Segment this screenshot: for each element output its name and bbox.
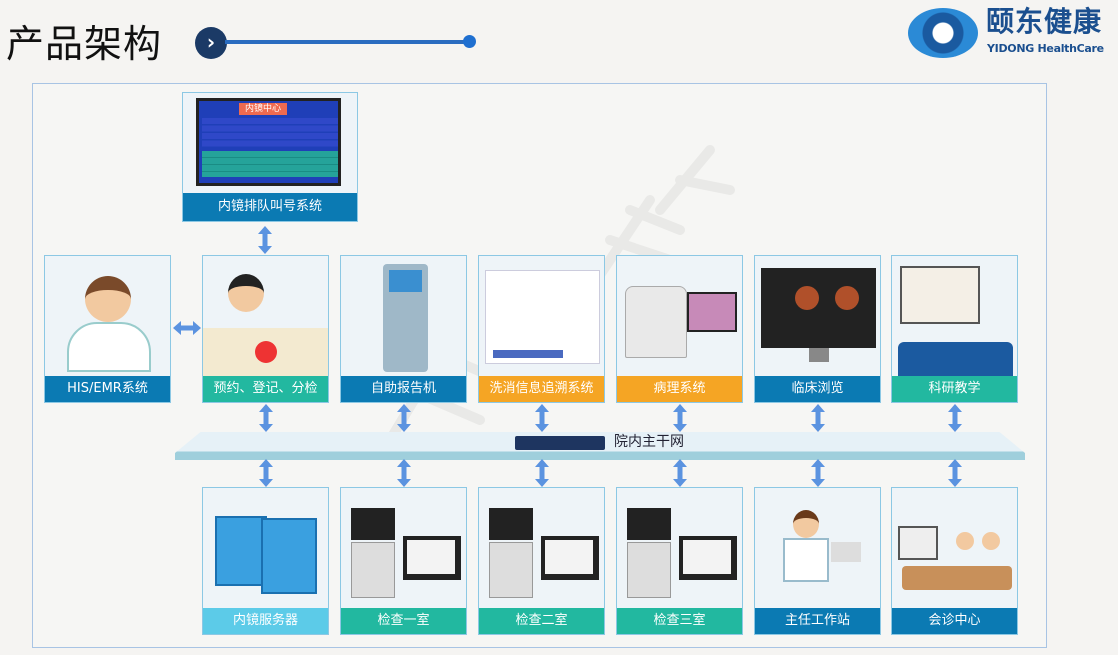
bidirectional-arrow-icon xyxy=(535,404,549,432)
bidirectional-arrow-icon xyxy=(397,459,411,487)
nurse-desk-icon xyxy=(203,256,328,378)
bidirectional-arrow-icon xyxy=(948,404,962,432)
bidirectional-arrow-icon xyxy=(173,320,201,339)
top-row-label: 自助报告机 xyxy=(341,376,466,402)
microscope-scanner-icon xyxy=(617,256,742,376)
top-row-card[interactable]: 自助报告机 xyxy=(340,255,467,403)
bidirectional-arrow-icon xyxy=(673,459,687,487)
logo-cn: 颐东健康 xyxy=(986,5,1103,38)
bottom-row-card[interactable]: 检查三室 xyxy=(616,487,743,635)
screen-title: 内镜中心 xyxy=(239,103,287,115)
server-icon xyxy=(203,488,328,608)
chevron-right-icon: › xyxy=(195,27,227,59)
bottom-row-card[interactable]: 会诊中心 xyxy=(891,487,1018,635)
endoscopy-workstation-icon xyxy=(617,488,742,608)
bidirectional-arrow-icon xyxy=(811,459,825,487)
company-logo: 颐东健康 YIDONG HealthCare xyxy=(908,6,1108,62)
endoscopy-workstation-icon xyxy=(341,488,466,608)
top-row-label: 科研教学 xyxy=(892,376,1017,402)
logo-mark-icon xyxy=(908,8,978,58)
top-row-card[interactable]: 病理系统 xyxy=(616,255,743,403)
bidirectional-arrow-icon xyxy=(535,459,549,487)
director-workstation-icon xyxy=(755,488,880,608)
bidirectional-arrow-icon xyxy=(397,404,411,432)
queue-rows xyxy=(202,118,338,148)
backbone-label: 院内主干网 xyxy=(614,434,684,450)
bidirectional-arrow-icon xyxy=(948,459,962,487)
queue-system-label: 内镜排队叫号系统 xyxy=(183,193,357,221)
top-row-card[interactable]: HIS/EMR系统 xyxy=(44,255,171,403)
top-row-label: HIS/EMR系统 xyxy=(45,376,170,402)
queue-rows-secondary xyxy=(202,151,338,177)
doctor-icon xyxy=(45,256,170,376)
bottom-row-label: 检查二室 xyxy=(479,608,604,634)
bottom-row-card[interactable]: 主任工作站 xyxy=(754,487,881,635)
top-row-card[interactable]: 科研教学 xyxy=(891,255,1018,403)
page-title: 产品架构 xyxy=(6,22,163,66)
top-row-label: 预约、登记、分检 xyxy=(203,376,328,402)
bottom-row-label: 内镜服务器 xyxy=(203,608,328,634)
top-row-label: 临床浏览 xyxy=(755,376,880,402)
queue-display-screen: 内镜中心 xyxy=(196,98,341,186)
network-switch-icon xyxy=(515,436,605,450)
kiosk-icon xyxy=(341,256,466,376)
logo-en: YIDONG HealthCare xyxy=(987,42,1104,55)
bottom-row-label: 检查一室 xyxy=(341,608,466,634)
disinfection-icon xyxy=(479,256,604,376)
monitor-icon xyxy=(755,256,880,376)
bottom-row-label: 主任工作站 xyxy=(755,608,880,634)
bottom-row-card[interactable]: 内镜服务器 xyxy=(202,487,329,635)
top-row-label: 洗消信息追溯系统 xyxy=(479,376,604,402)
bidirectional-arrow-icon xyxy=(259,459,273,487)
classroom-icon xyxy=(892,256,1017,376)
bottom-row-label: 检查三室 xyxy=(617,608,742,634)
bidirectional-arrow-icon xyxy=(811,404,825,432)
bidirectional-arrow-icon xyxy=(673,404,687,432)
top-row-card[interactable]: 洗消信息追溯系统 xyxy=(478,255,605,403)
top-row-card[interactable]: 预约、登记、分检 xyxy=(202,255,329,403)
divider-dot xyxy=(463,35,476,48)
endoscopy-workstation-icon xyxy=(479,488,604,608)
bottom-row-label: 会诊中心 xyxy=(892,608,1017,634)
bidirectional-arrow-icon xyxy=(259,404,273,432)
title-divider xyxy=(225,40,470,44)
top-row-label: 病理系统 xyxy=(617,376,742,402)
bottom-row-card[interactable]: 检查二室 xyxy=(478,487,605,635)
consultation-icon xyxy=(892,488,1017,608)
bidirectional-arrow-icon xyxy=(258,226,272,254)
bottom-row-card[interactable]: 检查一室 xyxy=(340,487,467,635)
top-row-card[interactable]: 临床浏览 xyxy=(754,255,881,403)
